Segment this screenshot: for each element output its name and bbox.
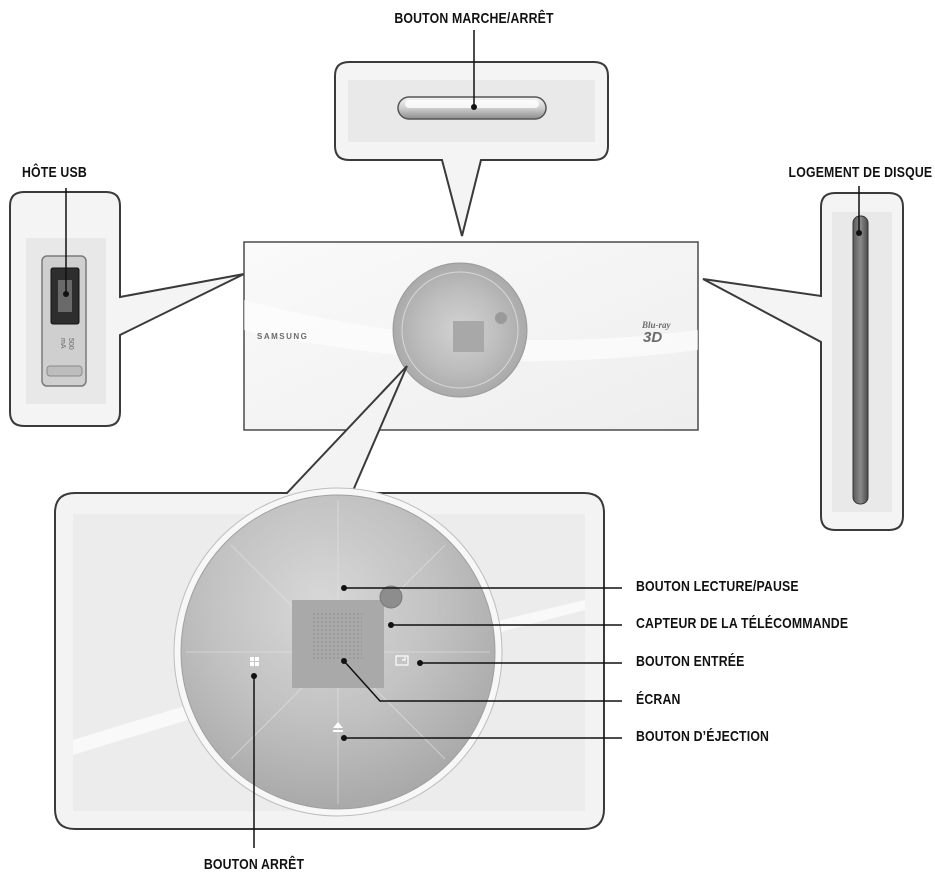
label-disc-slot: LOGEMENT DE DISQUE — [788, 164, 932, 181]
control-display-grid — [312, 611, 362, 661]
device-3d-logo-text: 3D — [643, 329, 663, 346]
remote-sensor-graphic — [379, 585, 403, 609]
disc-slot-callout — [702, 192, 904, 531]
power-button-callout — [334, 61, 609, 237]
usb-port-latch — [46, 365, 83, 377]
label-power-button: BOUTON MARCHE/ARRÊT — [394, 10, 554, 27]
label-stop-button: BOUTON ARRÊT — [203, 856, 305, 873]
disc-slot-graphic — [852, 215, 869, 505]
label-display: ÉCRAN — [636, 691, 681, 708]
label-remote-sensor: CAPTEUR DE LA TÉLÉCOMMANDE — [636, 615, 849, 632]
stop-button-graphic — [250, 657, 259, 666]
enter-button-graphic — [395, 655, 409, 666]
device-front-panel — [243, 241, 699, 431]
device-sheen — [244, 300, 698, 362]
label-eject-button: BOUTON D’ÉJECTION — [636, 728, 770, 745]
controls-callout — [54, 365, 605, 830]
controls-leaders — [253, 587, 622, 848]
device-display — [453, 321, 484, 352]
device-disc-inner — [401, 271, 519, 389]
label-play-pause: BOUTON LECTURE/PAUSE — [636, 578, 799, 595]
label-usb-host: HÔTE USB — [22, 164, 87, 181]
eject-button-graphic — [333, 722, 343, 732]
label-enter-button: BOUTON ENTRÉE — [636, 653, 745, 670]
power-button-highlight — [405, 100, 539, 108]
controls-leader-dots — [251, 585, 423, 741]
usb-callout — [9, 191, 245, 427]
display-leader — [343, 660, 622, 702]
device-brand-text: SAMSUNG — [257, 332, 309, 341]
device-sensor — [495, 312, 507, 324]
usb-rating-value: 500 — [67, 338, 74, 350]
device-bluray-logo-text: Blu-ray — [642, 320, 671, 330]
usb-rating-unit: mA — [59, 338, 66, 349]
